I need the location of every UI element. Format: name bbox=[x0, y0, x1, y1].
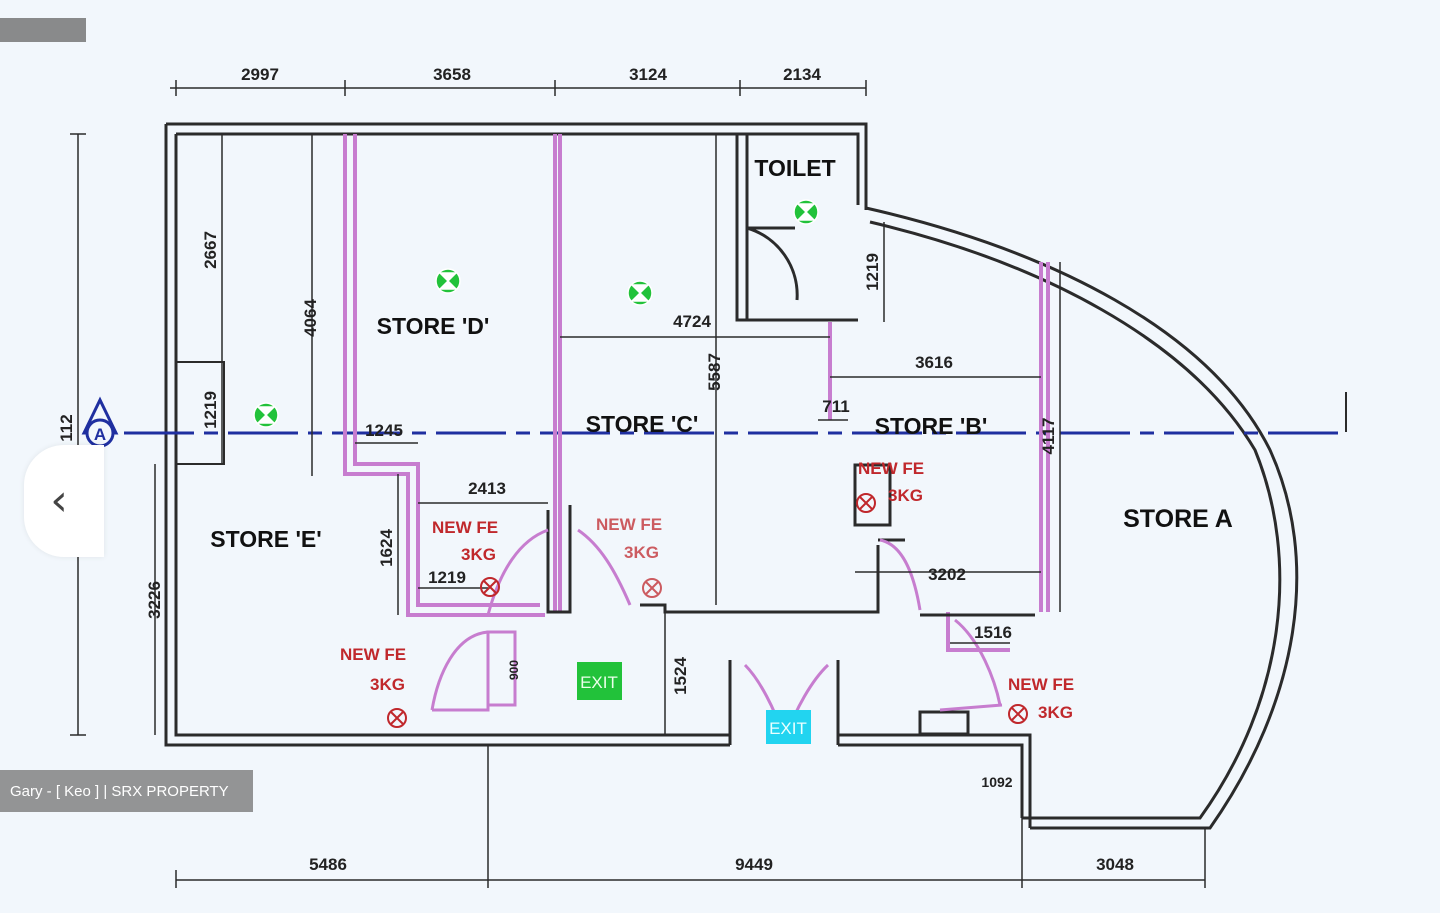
svg-text:EXIT: EXIT bbox=[769, 719, 807, 738]
dim-left-lower: 3226 bbox=[145, 581, 164, 619]
exit-sign-green: EXIT bbox=[577, 662, 622, 700]
green-marker-store-e-icon bbox=[253, 402, 279, 428]
svg-text:3KG: 3KG bbox=[370, 675, 405, 694]
fe-store-a: NEW FE 3KG bbox=[1008, 675, 1074, 724]
exit-sign-cyan: EXIT bbox=[766, 710, 811, 744]
dim-corridor-2413: 2413 bbox=[468, 479, 506, 498]
dim-toilet-side: 1219 bbox=[863, 253, 882, 291]
grid-line-a: A bbox=[81, 392, 1347, 448]
dim-left-total: 112 bbox=[57, 414, 76, 441]
fe-corridor: NEW FE 3KG bbox=[432, 518, 500, 597]
grid-label-a: A bbox=[94, 425, 106, 444]
dim-horizontal-1219: 1219 bbox=[428, 568, 466, 587]
dim-store-d-height: 4064 bbox=[301, 299, 320, 337]
dim-top-1: 2997 bbox=[241, 65, 279, 84]
watermark-label: Gary - [ Keo ] | SRX PROPERTY bbox=[0, 770, 253, 812]
room-store-a: STORE A bbox=[1123, 505, 1233, 533]
dim-top-4: 2134 bbox=[783, 65, 821, 84]
dim-left-mid: 1219 bbox=[201, 391, 220, 429]
dim-gap-711: 711 bbox=[822, 397, 849, 416]
svg-text:3KG: 3KG bbox=[1038, 703, 1073, 722]
green-markers bbox=[253, 199, 819, 428]
dim-corridor-1245: 1245 bbox=[365, 421, 403, 440]
svg-text:NEW FE: NEW FE bbox=[858, 459, 924, 478]
room-store-d: STORE 'D' bbox=[377, 313, 490, 339]
room-store-b: STORE 'B' bbox=[875, 413, 988, 439]
door-swings bbox=[430, 528, 1003, 736]
dim-horizontal-3202: 3202 bbox=[928, 565, 966, 584]
fe-store-e: NEW FE 3KG bbox=[340, 645, 407, 728]
fe-store-b: NEW FE 3KG bbox=[856, 459, 924, 513]
fe-corridor-icon bbox=[480, 577, 500, 597]
dim-door-900: 900 bbox=[507, 660, 521, 680]
dim-top-3: 3124 bbox=[629, 65, 667, 84]
dim-bottom-1: 5486 bbox=[309, 855, 347, 874]
dim-store-c-width: 4724 bbox=[673, 312, 711, 331]
green-marker-store-c-icon bbox=[627, 280, 653, 306]
dim-vertical-1092: 1092 bbox=[981, 774, 1012, 790]
room-labels: TOILET STORE 'D' STORE 'C' STORE 'B' STO… bbox=[210, 155, 1233, 552]
svg-text:3KG: 3KG bbox=[461, 545, 496, 564]
dim-vertical-1624: 1624 bbox=[377, 529, 396, 567]
dim-left-upper: 2667 bbox=[201, 231, 220, 269]
green-marker-store-d-icon bbox=[435, 268, 461, 294]
fe-store-c-icon bbox=[642, 578, 662, 598]
svg-text:3KG: 3KG bbox=[624, 543, 659, 562]
fe-store-c: NEW FE 3KG bbox=[596, 515, 662, 598]
dimension-labels: 2997 3658 3124 2134 112 2667 1219 3226 4… bbox=[57, 65, 1134, 874]
chevron-left-icon: ‹ bbox=[50, 475, 68, 526]
column-left bbox=[175, 361, 225, 465]
green-marker-toilet-icon bbox=[793, 199, 819, 225]
room-toilet: TOILET bbox=[754, 155, 835, 181]
partitions bbox=[343, 134, 1050, 652]
fe-store-b-icon bbox=[856, 493, 876, 513]
room-store-e: STORE 'E' bbox=[210, 526, 322, 552]
toilet-walls bbox=[735, 134, 858, 322]
dim-store-b-width: 3616 bbox=[915, 353, 953, 372]
dim-horizontal-1516: 1516 bbox=[974, 623, 1012, 642]
svg-text:NEW FE: NEW FE bbox=[432, 518, 498, 537]
dim-bottom-2: 9449 bbox=[735, 855, 773, 874]
svg-text:NEW FE: NEW FE bbox=[340, 645, 406, 664]
room-store-c: STORE 'C' bbox=[586, 411, 699, 437]
outer-walls bbox=[164, 122, 1299, 830]
dim-store-c-height: 5587 bbox=[705, 353, 724, 391]
svg-text:NEW FE: NEW FE bbox=[1008, 675, 1074, 694]
svg-text:EXIT: EXIT bbox=[580, 673, 618, 692]
svg-text:NEW FE: NEW FE bbox=[596, 515, 662, 534]
fire-extinguishers: NEW FE 3KG NEW FE 3KG NEW FE 3KG NEW FE … bbox=[340, 459, 1074, 728]
fe-store-a-icon bbox=[1008, 704, 1028, 724]
back-button[interactable]: ‹ bbox=[24, 445, 104, 557]
dim-top-2: 3658 bbox=[433, 65, 471, 84]
top-thumbnail-chip bbox=[0, 18, 86, 42]
dimension-lines bbox=[70, 80, 1206, 888]
dim-store-b-height: 4117 bbox=[1039, 418, 1058, 455]
dim-vertical-1524: 1524 bbox=[671, 657, 690, 695]
dim-bottom-3: 3048 bbox=[1096, 855, 1134, 874]
svg-text:3KG: 3KG bbox=[888, 486, 923, 505]
fe-store-e-icon bbox=[387, 708, 407, 728]
